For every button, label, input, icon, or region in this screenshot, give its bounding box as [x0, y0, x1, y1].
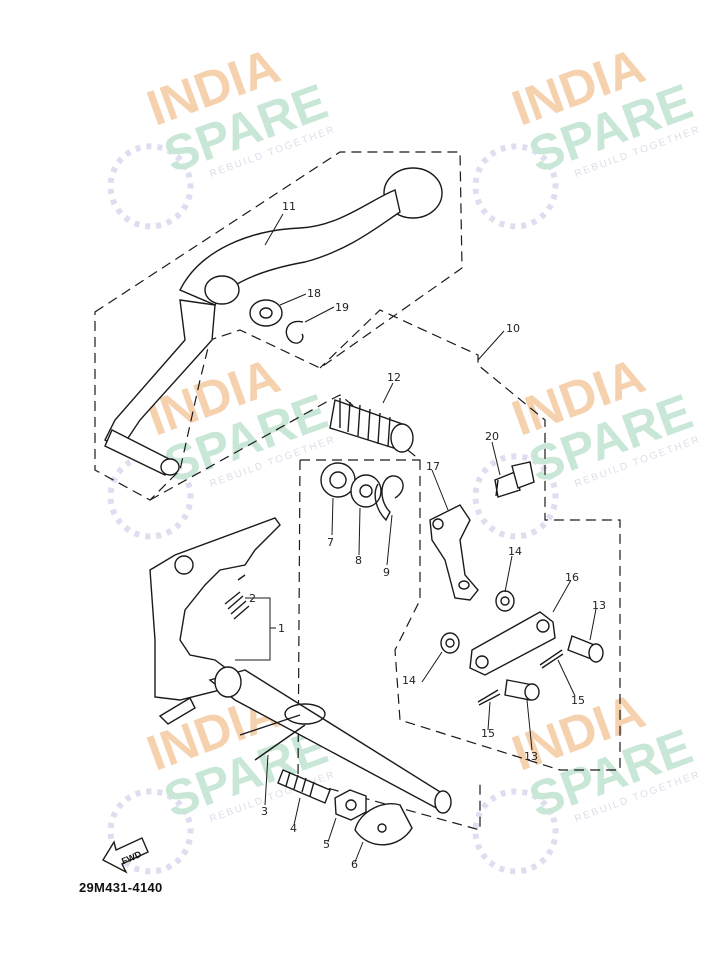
washer-14b [440, 632, 460, 654]
washer-18 [249, 299, 283, 327]
callout-15b: 15 [481, 727, 495, 740]
oil-seal-7 [320, 462, 356, 498]
callout-13b: 13 [524, 750, 538, 763]
callout-8: 8 [355, 554, 362, 567]
callout-15a: 15 [571, 694, 585, 707]
circlip-19 [285, 320, 304, 344]
callout-3: 3 [261, 805, 268, 818]
bolt-20 [494, 461, 535, 498]
spring-2 [224, 574, 250, 620]
callout-12: 12 [387, 371, 401, 384]
bolt-4 [277, 769, 331, 804]
nut-5 [334, 789, 367, 821]
link-rod-16 [469, 611, 556, 676]
plate-6 [354, 803, 413, 846]
callout-18: 18 [307, 287, 321, 300]
callout-4: 4 [290, 822, 297, 835]
callout-6: 6 [351, 858, 358, 871]
circlip-9 [374, 475, 404, 522]
callout-10: 10 [506, 322, 520, 335]
callout-14a: 14 [508, 545, 522, 558]
shift-pedal [104, 167, 443, 476]
callout-20: 20 [485, 430, 499, 443]
cotter-pin-15b [477, 689, 501, 706]
lever-17 [429, 504, 479, 601]
fwd-arrow-icon: FWD [102, 837, 149, 874]
spring-3 [239, 703, 326, 761]
callout-2: 2 [249, 592, 256, 605]
callout-16: 16 [565, 571, 579, 584]
leader-lines [235, 213, 597, 863]
pin-13b [504, 679, 540, 701]
callout-11: 11 [282, 200, 296, 213]
callout-labels: 11 18 19 10 12 20 17 7 8 9 14 16 13 14 1… [249, 200, 606, 871]
spring-12 [329, 398, 414, 453]
callout-9: 9 [383, 566, 390, 579]
callout-19: 19 [335, 301, 349, 314]
callout-7: 7 [327, 536, 334, 549]
callout-13a: 13 [592, 599, 606, 612]
callout-5: 5 [323, 838, 330, 851]
callout-14b: 14 [402, 674, 416, 687]
assembly-outline-pedal [94, 151, 463, 501]
pin-13a [567, 635, 604, 663]
callout-17: 17 [426, 460, 440, 473]
cotter-pin-15a [539, 649, 564, 669]
washer-14a [495, 590, 515, 612]
part-code: 29M431-4140 [79, 880, 163, 895]
shift-shaft-1 [149, 517, 452, 814]
callout-1: 1 [278, 622, 285, 635]
washer-8 [350, 474, 382, 508]
watermark: INDIA SPARE REBUILD TOGETHER INDIA SPARE… [107, 37, 702, 875]
